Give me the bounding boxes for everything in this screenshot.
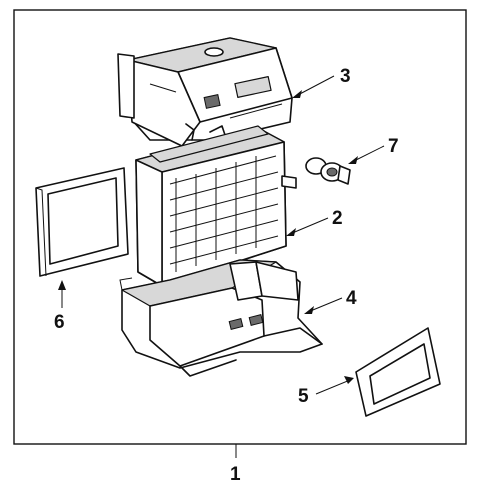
callout-7: 7: [388, 136, 399, 157]
leader-lines: [58, 75, 385, 458]
callout-6: 6: [54, 312, 65, 333]
callout-5: 5: [298, 386, 309, 407]
expansion-valve-part: [305, 157, 351, 185]
evaporator-core-part: [135, 125, 297, 287]
callout-3: 3: [340, 66, 351, 87]
small-seal-part: [355, 327, 441, 417]
callout-4: 4: [346, 288, 357, 309]
callout-1: 1: [230, 464, 241, 485]
large-seal-part: [35, 167, 129, 277]
upper-case-part: [117, 37, 293, 147]
callout-2: 2: [332, 208, 343, 229]
lower-case-part: [119, 259, 323, 377]
assembly-frame: [13, 9, 467, 445]
